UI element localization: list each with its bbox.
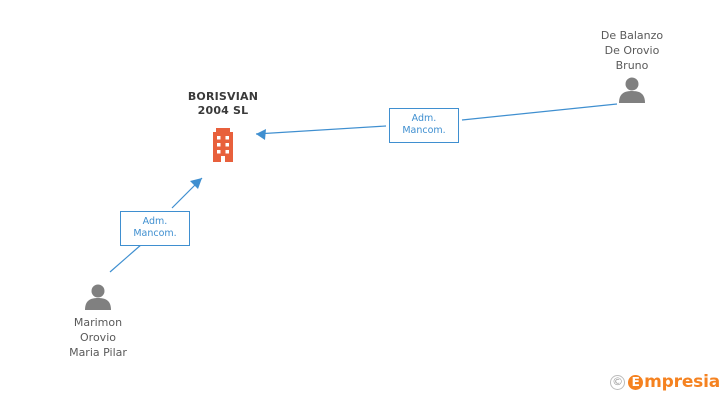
person-name-label: De Balanzo De Orovio Bruno	[600, 29, 664, 72]
building-icon	[210, 128, 236, 162]
relation-label-maria-pilar[interactable]: Adm. Mancom.	[120, 211, 190, 246]
company-node[interactable]: BORISVIAN 2004 SL	[168, 90, 278, 162]
company-name-label: BORISVIAN 2004 SL	[187, 90, 259, 117]
person-node-maria-pilar[interactable]: Marimon Orovio Maria Pilar	[33, 284, 163, 360]
edge-bruno-to-company	[255, 103, 618, 140]
person-icon	[83, 284, 113, 310]
edge-maria-to-company	[109, 177, 203, 273]
brand-logo-name: mpresia	[644, 372, 720, 392]
copyright-icon: ©	[610, 374, 626, 390]
person-node-bruno[interactable]: De Balanzo De Orovio Bruno	[567, 28, 697, 103]
person-name-label: Marimon Orovio Maria Pilar	[69, 316, 127, 359]
relation-label-bruno[interactable]: Adm. Mancom.	[389, 108, 459, 143]
brand-logo-initial: E	[628, 375, 644, 390]
person-icon	[617, 77, 647, 103]
